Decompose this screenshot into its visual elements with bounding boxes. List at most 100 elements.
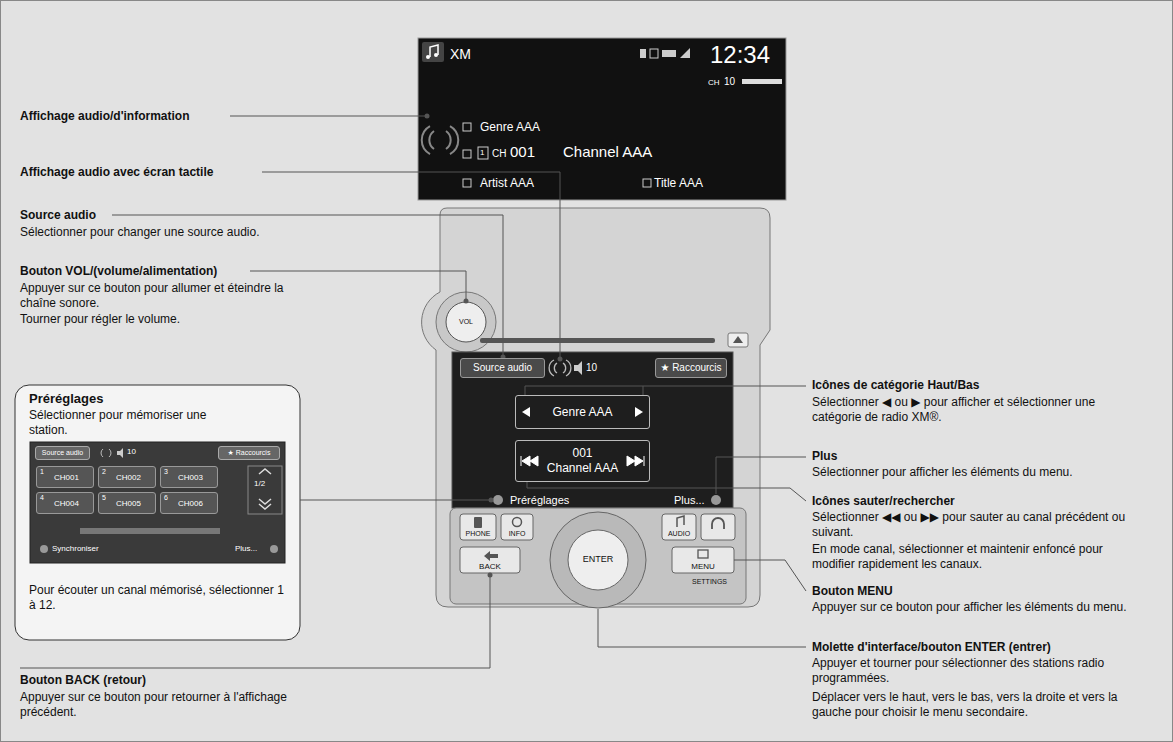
- info-display: XM12:34CH10Genre AAA1CH001Channel AAAArt…: [418, 38, 786, 200]
- button-label: ★ Raccourcis: [228, 449, 271, 458]
- leader-line: [20, 116, 806, 668]
- callout-text: Appuyer sur ce bouton pour retourner à l…: [20, 690, 310, 720]
- screen-text: 001: [510, 143, 535, 162]
- info-display: [422, 126, 430, 154]
- screen-text: 10: [724, 76, 735, 89]
- callout-heading: Affichage audio avec écran tactile: [20, 165, 213, 180]
- screen-text: Sélectionner pour mémoriser une station.: [29, 408, 229, 438]
- screen-text: 5: [102, 494, 106, 503]
- presets-inset: [15, 385, 300, 640]
- touch-screen: [635, 407, 643, 417]
- presets-inset: [80, 528, 220, 534]
- presets-screen: Source audio★ Raccourcis1CH0012CH0023CH0…: [30, 442, 285, 563]
- screen-text: 1: [480, 148, 484, 158]
- screen-text: 3: [164, 468, 168, 477]
- hard-button: MENU: [672, 547, 734, 573]
- button-label: Source audio: [42, 449, 83, 458]
- console-bezel: [728, 333, 748, 347]
- touch-screen: Source audio★ RaccourcisGenre AAA001Chan…: [452, 352, 733, 508]
- touch-screen: [452, 352, 733, 508]
- button-panel: [460, 514, 496, 540]
- button-label: 001: [572, 446, 592, 461]
- touch-screen: [711, 495, 721, 505]
- touch-screen: [563, 363, 566, 373]
- info-display: [478, 147, 488, 159]
- presets-inset: Source audio★ Raccourcis1CH0012CH0023CH0…: [15, 385, 300, 640]
- hard-button: AUDIO: [662, 514, 696, 540]
- presets-inset: [101, 449, 103, 457]
- screen-text: 10: [127, 447, 136, 457]
- info-display: [422, 126, 459, 154]
- screen-text: 4: [40, 494, 44, 503]
- enter-knob: ENTER: [568, 530, 628, 590]
- screen-text: 12:34: [710, 40, 770, 70]
- callout-heading: Source audio: [20, 208, 96, 223]
- screen-button: Source audio: [460, 358, 545, 378]
- callout-heading: Molette d'interface/bouton ENTER (entrer…: [812, 640, 1051, 655]
- info-display: [434, 53, 438, 57]
- button-panel: [484, 551, 498, 561]
- button-label: VOL: [459, 318, 473, 327]
- touch-screen: [566, 360, 571, 376]
- leader-line: [262, 172, 560, 358]
- screen-button: ★ Raccourcis: [218, 446, 280, 460]
- button-panel: [662, 514, 696, 540]
- info-display: [422, 42, 444, 62]
- presets-inset: [109, 449, 111, 457]
- channel-box: 001Channel AAA: [515, 440, 650, 482]
- callout-heading: Bouton VOL/(volume/alimentation): [20, 264, 217, 279]
- vol-knob: VOL: [446, 302, 486, 342]
- screen-text: Artist AAA: [480, 176, 534, 191]
- info-display: [418, 38, 786, 200]
- touch-screen: [549, 360, 554, 376]
- touch-screen: [522, 407, 530, 417]
- preset-cell: 6CH006: [160, 492, 218, 514]
- screen-text: 2: [102, 468, 106, 477]
- screen-text: Préréglages: [510, 494, 569, 508]
- screen-text: CH: [708, 78, 720, 88]
- info-display: [446, 131, 451, 149]
- preset-cell: 1CH001: [36, 466, 94, 488]
- info-display: [463, 150, 471, 158]
- screen-text: CH001: [54, 473, 79, 483]
- callout-heading: Icônes de catégorie Haut/Bas: [812, 378, 979, 393]
- screen-text: Pour écouter un canal mémorisé, sélectio…: [29, 583, 291, 613]
- preset-cell: 4CH004: [36, 492, 94, 514]
- info-display: [742, 79, 782, 84]
- button-panel: [672, 547, 734, 573]
- button-label: INFO: [509, 530, 526, 539]
- screen-button: ★ Raccourcis: [655, 358, 727, 378]
- button-label: PHONE: [466, 530, 491, 539]
- leader-dot: [464, 299, 469, 304]
- info-display: [429, 131, 434, 149]
- button-label: ★ Raccourcis: [660, 362, 721, 375]
- screen-text: 1/2: [254, 479, 265, 489]
- button-panel: [712, 518, 724, 529]
- leader-line: [734, 560, 806, 591]
- screen-text: CH004: [54, 499, 79, 509]
- screen-text: Channel AAA: [563, 143, 652, 162]
- screen-text: 1: [40, 468, 44, 477]
- callout-text: En mode canal, sélectionner et maintenir…: [812, 542, 1147, 572]
- leader-dot: [489, 498, 494, 503]
- info-display: [662, 50, 676, 57]
- screen-button: Source audio: [35, 446, 90, 460]
- touch-screen: [521, 456, 538, 466]
- console-bezel: [480, 338, 715, 343]
- presets-inset: [30, 442, 285, 563]
- info-display: [643, 179, 651, 187]
- presets-inset: [248, 466, 282, 514]
- console-bezel: [733, 336, 743, 343]
- vol-knob: [446, 302, 486, 342]
- touch-screen: [554, 363, 557, 373]
- callout-text: Sélectionner pour changer une source aud…: [20, 225, 300, 240]
- callout-text: Sélectionner pour afficher les éléments …: [812, 465, 1157, 480]
- callout-text: Sélectionner ◀ ou ▶ pour afficher et sél…: [812, 395, 1147, 425]
- button-panel: [460, 547, 520, 573]
- callout-text: Appuyer sur ce bouton pour allumer et ét…: [20, 281, 290, 311]
- touch-screen: [627, 456, 644, 466]
- presets-inset: [259, 469, 271, 474]
- screen-text: CH006: [178, 499, 203, 509]
- touch-screen: [452, 352, 733, 508]
